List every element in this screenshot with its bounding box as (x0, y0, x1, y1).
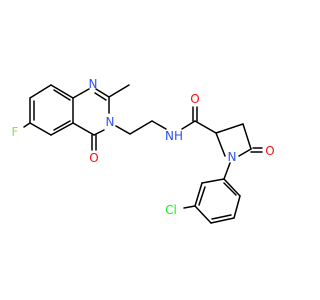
bond (198, 186, 206, 206)
molecule-diagram: F N N O NH O O N Cl (12, 77, 275, 224)
bond (215, 123, 244, 134)
bond (72, 122, 95, 136)
bond (29, 84, 52, 99)
atom-o-quinazolinone: O (89, 151, 98, 165)
bond (93, 129, 105, 136)
bond (23, 122, 31, 128)
bond (53, 89, 71, 101)
bond (50, 122, 74, 136)
bond (181, 120, 196, 130)
bond (215, 132, 226, 157)
bond (95, 88, 110, 98)
bond (53, 120, 71, 131)
atom-n-amide: NH (165, 129, 183, 143)
bond (151, 120, 167, 130)
bond (223, 182, 237, 196)
bond (210, 217, 235, 224)
bond (194, 120, 217, 134)
bond (94, 92, 107, 101)
bond (211, 214, 232, 220)
bond (108, 84, 130, 98)
bond (129, 120, 153, 135)
atom-n-quinazoline-3: N (106, 115, 115, 129)
atom-n-quinazoline-top: N (89, 77, 98, 91)
bond (194, 182, 203, 207)
bond (223, 178, 241, 197)
atom-fluorine: F (12, 125, 19, 139)
bond (29, 122, 52, 136)
bond (201, 178, 225, 184)
bond (242, 123, 252, 150)
bond (115, 125, 131, 135)
atom-o-lactam: O (265, 144, 274, 158)
bond (194, 205, 212, 224)
bonds (23, 84, 263, 224)
atom-n-pyrrolidine: N (228, 150, 237, 164)
bond (233, 195, 241, 219)
bond (50, 84, 74, 99)
bond (72, 88, 90, 99)
atom-o-amide: O (190, 92, 199, 106)
bond (238, 148, 252, 157)
atom-labels: F N N O NH O O N Cl (12, 77, 275, 217)
bond (183, 205, 196, 209)
bond (223, 162, 231, 180)
atom-chlorine: Cl (165, 203, 177, 217)
